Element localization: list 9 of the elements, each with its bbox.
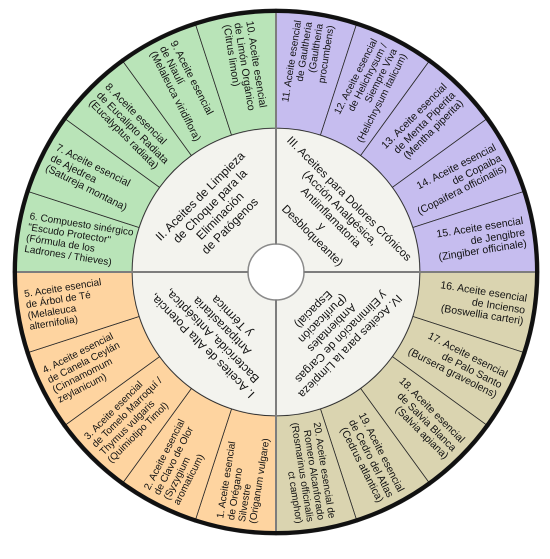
oil-label: 1. Aceite esencial de Orégano Silvestre (Origanum vulgare) (214, 436, 272, 524)
oil-label: 10. Aceite esencial de Limón Orgánico (Citrus limon) (219, 20, 268, 114)
oil-label: 15. Aceite esencial de Jengibre (Zingiber officinale) (436, 215, 528, 264)
oil-label: 6. Compuesto sinérgico "Escudo Protector" (Fórmula de los Ladrones / Thieves) (24, 210, 134, 270)
oil-label: 5. Aceite esencial de Árbol de Té (Melaleuca alternifolia) (24, 278, 102, 334)
oil-label: 20. Aceite esencial de Romero Alcanforado (Rosmarinus officinalis ct camphor) (284, 420, 338, 524)
oil-label: 11. Aceite esencial de Gaultheria (Gaultheria procumbens) (280, 20, 338, 103)
oil-sector (411, 189, 540, 273)
oil-label: 16. Aceite esencial de Incienso (Boswellia carteri) (438, 280, 528, 329)
